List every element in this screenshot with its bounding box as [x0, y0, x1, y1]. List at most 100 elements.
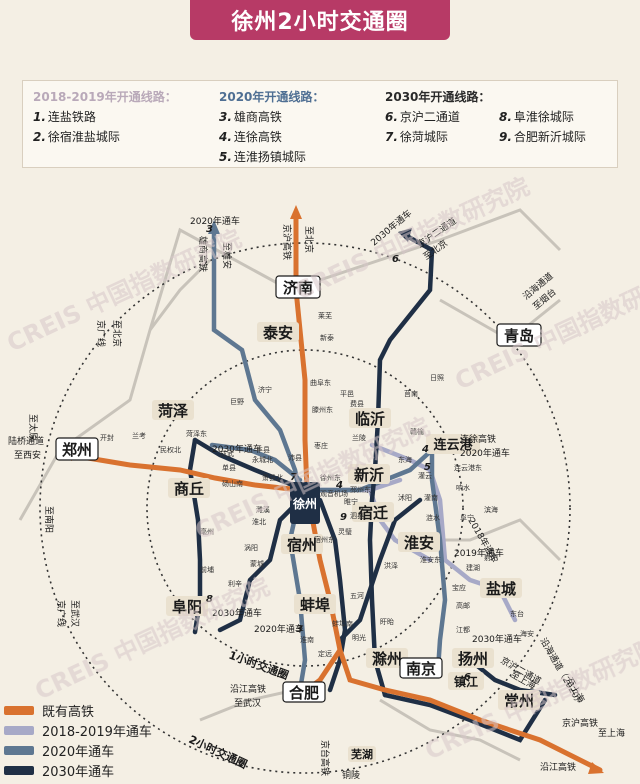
city-heze: 菏泽	[158, 402, 188, 420]
city-xuzhou: 徐州	[292, 496, 317, 511]
label-zhiwuhan2: 至武汉	[234, 697, 261, 709]
page-title: 徐州2小时交通圈	[190, 0, 450, 40]
station-junan: 莒南	[404, 389, 418, 398]
line-num: 5	[424, 462, 431, 473]
station-sixian: 泗县	[350, 512, 364, 520]
legend-item: 9.合肥新沂城际	[499, 130, 586, 144]
city-box-zhengzhou	[55, 437, 99, 461]
city-box-chuzhou	[366, 648, 408, 668]
city-suzhou: 宿州	[287, 536, 317, 554]
label-jingtai: 京台高铁	[319, 740, 331, 776]
line-num: 6	[392, 254, 399, 265]
label-tongling: 铜陵	[342, 769, 360, 781]
station-fengxian: 丰县	[256, 445, 270, 454]
label-zhixiongan: 至雄安	[221, 242, 233, 269]
city-yancheng: 盐城	[486, 580, 516, 598]
arrow-up-icon	[398, 228, 412, 242]
station-donghai: 东海	[398, 455, 412, 464]
city-yangzhou: 扬州	[458, 650, 488, 668]
ring-labels: 1小时交通圈 2小时交通圈	[187, 648, 291, 772]
station-mingguang: 明光	[352, 633, 366, 642]
station-labels: 曲阜东 滕州东 枣庄 济宁 巨野 菏泽东 成武 单县 砀山南 永城北 萧县北 沛…	[100, 311, 534, 658]
legend-item: 6.京沪二通道	[385, 110, 460, 124]
station-xiangshui: 响水	[456, 483, 470, 492]
ring-1hour	[146, 349, 464, 667]
station-lianshui: 涟水	[426, 513, 440, 522]
label-luqiao: 陆桥通道	[8, 435, 44, 447]
city-box-zhenjiang	[448, 672, 484, 690]
line-num: 6	[464, 672, 471, 683]
station-zaozhuang: 枣庄	[314, 441, 328, 450]
station-xiaoxian: 萧县北	[262, 473, 283, 482]
label-zhishanghai3: 至上海	[598, 727, 625, 739]
station-dingyuan: 定远	[318, 649, 332, 658]
station-minquan: 民权北	[160, 445, 181, 454]
station-wuhe: 五河	[350, 592, 364, 600]
station-suixi: 濉溪	[256, 505, 270, 514]
label-jingguang2: 京广线	[55, 600, 67, 627]
station-bozhou: 亳州	[200, 527, 214, 536]
city-box-wuhu	[348, 746, 376, 762]
city-box-yangzhou	[452, 648, 494, 668]
line-num: 7	[290, 472, 297, 483]
legend-item: 8.阜淮徐城际	[499, 110, 574, 124]
label-2019: 2019年通车	[454, 547, 504, 559]
city-box-xinyi	[348, 464, 390, 484]
ring-2hour	[39, 242, 571, 774]
city-box-bengbu	[294, 594, 336, 614]
city-bengbu: 蚌埠	[300, 596, 330, 614]
station-lixin: 利辛	[228, 579, 242, 588]
legend-label: 2018-2019年通车	[42, 724, 152, 740]
legend-row-existing: 既有高铁	[0, 700, 190, 720]
watermark: CREIS 中国指数研究院	[291, 172, 534, 305]
label-2030-mid: 2030年通车	[212, 443, 262, 455]
station-funing: 阜宁	[460, 513, 474, 522]
station-kaifeng: 开封	[100, 433, 114, 442]
city-box-xuzhou	[290, 482, 320, 524]
station-shanxian: 单县	[222, 463, 236, 472]
arrow-right-icon	[588, 762, 604, 774]
station-suzhou-e: 宿州东	[314, 535, 335, 544]
arrow-up-icon	[290, 205, 302, 219]
line-legend: 2018-2019年开通线路： 1.连盐铁路 2.徐宿淮盐城际 2020年开通线…	[22, 80, 618, 168]
legend-item: 7.徐菏城际	[385, 130, 448, 144]
line-numbers: 3 6 7 4 4 5 9 8 3 6	[206, 224, 471, 683]
city-box-suzhou	[281, 534, 323, 554]
legend-col-2030-b: 8.阜淮徐城际 9.合肥新沂城际	[499, 107, 586, 147]
label-zhinanyang: 至南阳	[43, 506, 55, 533]
station-guannan: 灌南	[424, 493, 438, 502]
label-2030-south: 2030年通车	[472, 633, 522, 645]
station-xintai: 新泰	[320, 333, 334, 342]
city-linyi: 临沂	[355, 410, 385, 428]
swatch-existing	[4, 705, 34, 715]
city-box-lianyungang	[426, 434, 480, 454]
city-xinyi: 新沂	[354, 466, 384, 484]
line-num: 4	[421, 444, 429, 455]
label-yanjiang: 沿江高铁	[540, 761, 576, 773]
station-huainan: 淮南	[300, 635, 314, 644]
line-num: 3	[296, 624, 303, 635]
station-dangshan: 砀山南	[222, 479, 243, 488]
label-yanjiang2: 沿江高铁	[230, 683, 266, 695]
station-laiwu: 莱芜	[318, 311, 332, 320]
station-lankao: 兰考	[132, 431, 146, 440]
label-zhiwuhan: 至武汉	[69, 600, 81, 627]
legend-heading: 2018-2019年开通线路：	[33, 90, 177, 104]
city-labels: 济南 泰安 青岛 临沂 菏泽 郑州 商丘 连云港 新沂 宿迁 徐州 宿州 淮安 …	[55, 275, 542, 762]
city-box-jinan	[275, 275, 321, 299]
city-box-taian	[257, 322, 299, 342]
line-num: 4	[335, 480, 343, 491]
station-baoying: 宝应	[452, 583, 466, 592]
city-zhengzhou: 郑州	[62, 441, 92, 459]
city-jinan: 济南	[283, 279, 313, 297]
label-jinghu-hsr: 京沪高铁	[281, 224, 293, 260]
label-jingguang: 京广线	[95, 320, 107, 347]
label-zhitaiyuan: 至太原	[27, 414, 39, 441]
city-taian: 泰安	[262, 324, 293, 342]
line-num: 3	[206, 224, 213, 235]
regional-lines	[18, 208, 562, 762]
legend-label: 既有高铁	[42, 704, 95, 720]
station-lanling: 兰陵	[352, 433, 366, 442]
city-shangqiu: 商丘	[174, 480, 204, 498]
